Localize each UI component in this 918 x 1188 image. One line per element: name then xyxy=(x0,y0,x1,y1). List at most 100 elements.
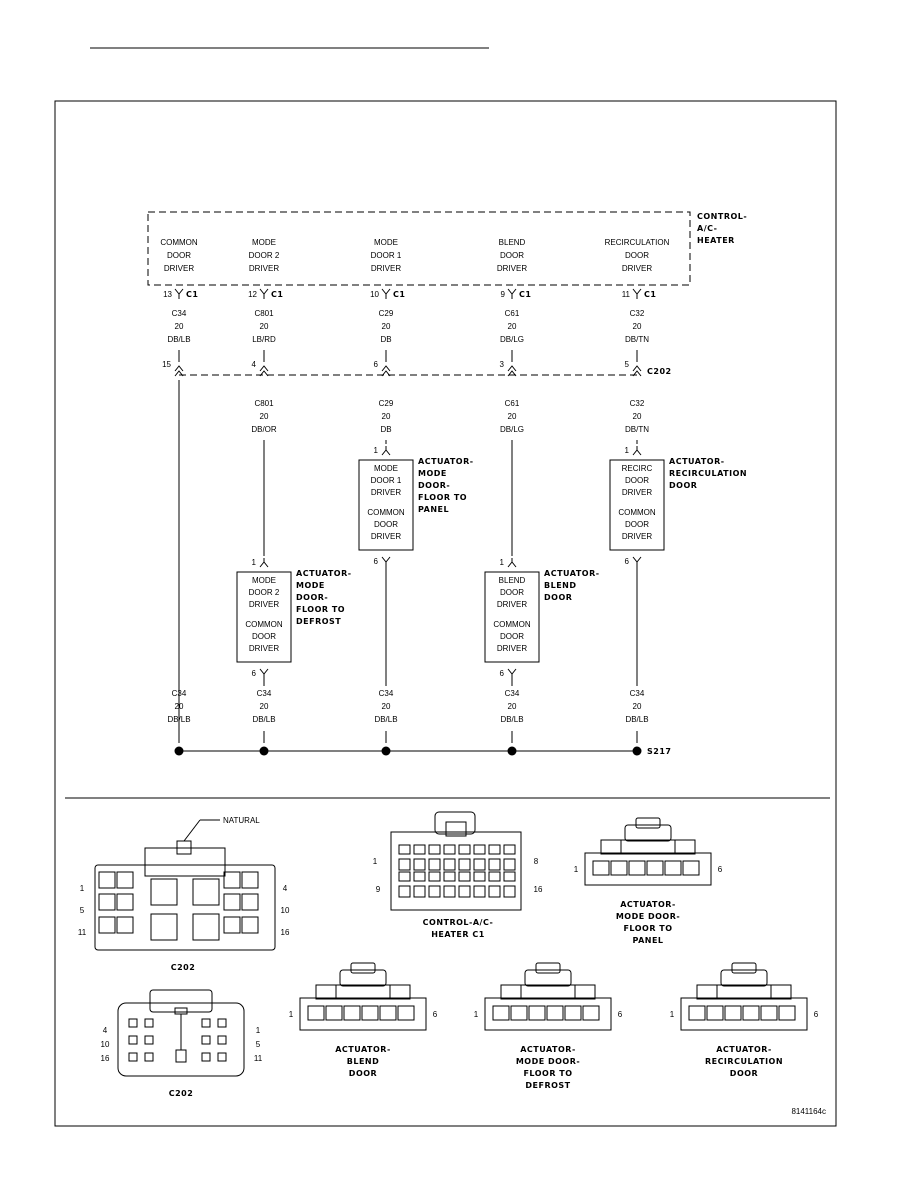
actuator-name: RECIRCULATION xyxy=(669,469,747,478)
actuator-driver-label: DOOR 2 xyxy=(249,588,280,597)
actuator-blend-connector-pin-number: 1 xyxy=(289,1010,294,1019)
wire-label-upper: C32 xyxy=(630,309,645,318)
wire-label-lower: 20 xyxy=(175,702,184,711)
c202-face-cavity xyxy=(241,871,259,889)
c202-face-cavity xyxy=(223,893,241,911)
wire-label-upper: C61 xyxy=(505,309,520,318)
c1-cavity-top xyxy=(443,871,456,882)
wire-label-upper: 20 xyxy=(633,322,642,331)
actuator-driver-label: DOOR xyxy=(374,520,398,529)
c1-pin-number: 9 xyxy=(376,885,381,894)
module-driver-label: BLEND xyxy=(499,238,526,247)
actuator-defrost-connector-latch xyxy=(524,969,572,987)
actuator-defrost-connector-label: FLOOR TO xyxy=(523,1069,572,1078)
wire-label-lower: 20 xyxy=(508,702,517,711)
wire-label-upper: 20 xyxy=(382,322,391,331)
wire-label-middle: DB/TN xyxy=(625,425,649,434)
inline-connector-icon xyxy=(381,365,391,377)
actuator-name: DOOR- xyxy=(418,481,450,490)
module-connector-label: C1 xyxy=(644,290,656,299)
wire-label-middle: 20 xyxy=(382,412,391,421)
inline-pin-number: 15 xyxy=(162,360,171,369)
c202-face-large-cavity xyxy=(192,878,220,906)
actuator-name: FLOOR TO xyxy=(418,493,467,502)
wire-label-lower: 20 xyxy=(260,702,269,711)
actuator-recirc-connector-pin-number: 6 xyxy=(814,1010,819,1019)
module-driver-label: MODE xyxy=(252,238,276,247)
actuator-blend-connector-label: DOOR xyxy=(349,1069,377,1078)
c1-cavity-top xyxy=(488,871,501,882)
module-driver-label: RECIRCULATION xyxy=(605,238,670,247)
actuator-pin-number: 1 xyxy=(500,558,505,567)
inline-connector-icon xyxy=(174,365,184,377)
c1-pin-number: 16 xyxy=(534,885,543,894)
wire-label-middle: C801 xyxy=(254,399,274,408)
c202-rear-cavity xyxy=(217,1018,227,1028)
module-driver-label: DOOR xyxy=(500,251,524,260)
c202-face-pin-number: 1 xyxy=(80,884,85,893)
c202-face-pin-number: 5 xyxy=(80,906,85,915)
c1-cavity xyxy=(503,858,516,871)
actuator-blend-connector-shoulder xyxy=(315,984,411,1000)
c202-face-large-cavity xyxy=(150,878,178,906)
c202-rear-cavity xyxy=(217,1035,227,1045)
wire-label-lower: DB/LB xyxy=(500,715,523,724)
actuator-panel-connector-latch xyxy=(624,824,672,842)
wire-label-upper: 20 xyxy=(175,322,184,331)
actuator-blend-connector-cavity xyxy=(397,1005,415,1021)
wire-label-middle: C29 xyxy=(379,399,394,408)
wire-label-middle: C61 xyxy=(505,399,520,408)
actuator-driver-label: DRIVER xyxy=(371,532,401,541)
c1-cavity-top xyxy=(428,844,441,855)
actuator-driver-label: DOOR 1 xyxy=(371,476,402,485)
actuator-panel-connector-label: ACTUATOR- xyxy=(620,900,676,909)
c202-face-pin-number: 4 xyxy=(283,884,288,893)
c202-face-pin-number: 10 xyxy=(281,906,290,915)
module-pin-number: 11 xyxy=(622,290,631,299)
c1-label: CONTROL-A/C- xyxy=(423,918,494,927)
actuator-blend-connector-key xyxy=(350,962,376,974)
c202-rear-label: C202 xyxy=(169,1089,194,1098)
c1-cavity xyxy=(398,858,411,871)
c1-cavity xyxy=(398,885,411,898)
wire-label-lower: C34 xyxy=(505,689,520,698)
actuator-recirc-connector-cavity xyxy=(760,1005,778,1021)
module-driver-label: DOOR xyxy=(167,251,191,260)
c1-cavity xyxy=(413,858,426,871)
module-driver-label: DOOR xyxy=(625,251,649,260)
actuator-defrost-connector-body xyxy=(484,997,612,1031)
c1-cavity-top xyxy=(458,844,471,855)
actuator-driver-label: DOOR xyxy=(500,588,524,597)
actuator-defrost-connector-cavity xyxy=(528,1005,546,1021)
wire-label-lower: DB/LB xyxy=(374,715,397,724)
c202-rear-key xyxy=(175,1049,187,1063)
actuator-name: ACTUATOR- xyxy=(418,457,474,466)
actuator-driver-label: DOOR xyxy=(625,520,649,529)
module-connector-label: C1 xyxy=(519,290,531,299)
actuator-name: DOOR xyxy=(544,593,572,602)
actuator-recirc-connector-label: ACTUATOR- xyxy=(716,1045,772,1054)
actuator-defrost-connector-pin-number: 6 xyxy=(618,1010,623,1019)
c202-face-cavity xyxy=(98,893,116,911)
wire-label-lower: DB/LB xyxy=(625,715,648,724)
c1-cavity xyxy=(473,885,486,898)
page-border xyxy=(54,100,837,1127)
c202-face-cavity xyxy=(116,871,134,889)
actuator-driver-label: DRIVER xyxy=(249,600,279,609)
module-driver-label: COMMON xyxy=(160,238,198,247)
actuator-name: ACTUATOR- xyxy=(669,457,725,466)
wire-label-upper: DB/LG xyxy=(500,335,524,344)
actuator-box xyxy=(609,459,665,551)
c202-face-cavity xyxy=(98,916,116,934)
c1-cavity-top xyxy=(413,871,426,882)
module-driver-label: MODE xyxy=(374,238,398,247)
actuator-pin-number: 6 xyxy=(374,557,379,566)
actuator-pin-number: 6 xyxy=(500,669,505,678)
wire-label-middle: C32 xyxy=(630,399,645,408)
actuator-pin-icon xyxy=(632,556,642,567)
module-pin-number: 13 xyxy=(163,290,172,299)
actuator-defrost-connector-label: ACTUATOR- xyxy=(520,1045,576,1054)
actuator-panel-connector-cavity xyxy=(646,860,664,876)
c202-face-cavity xyxy=(116,893,134,911)
c202-rear-pin-number: 10 xyxy=(101,1040,110,1049)
